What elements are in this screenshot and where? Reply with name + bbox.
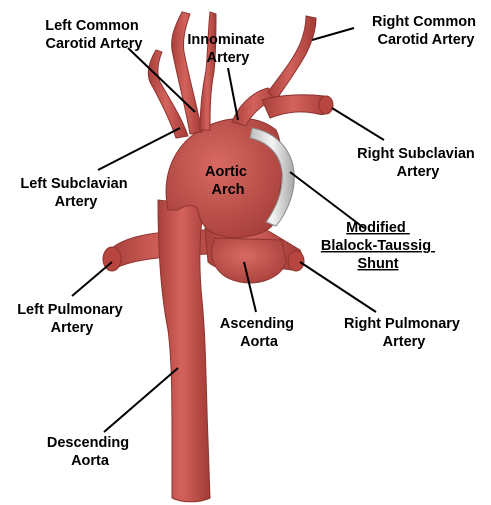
label-right-pulmonary-line2: Artery xyxy=(383,334,426,350)
label-right-common-carotid-line1: Right Common xyxy=(372,14,476,30)
label-ascending-aorta-line1: Ascending xyxy=(220,316,294,332)
label-descending-aorta: Descending Aorta xyxy=(47,435,133,469)
leader-right-common-carotid xyxy=(312,28,354,40)
vessel-model xyxy=(103,12,333,502)
leader-left-subclavian xyxy=(98,128,180,170)
label-descending-aorta-line2: Aorta xyxy=(71,453,110,469)
label-right-common-carotid: Right Common Carotid Artery xyxy=(372,14,480,48)
right-pulmonary-artery-end xyxy=(288,251,304,271)
ascending-aorta-shape xyxy=(212,238,286,283)
right-subclavian-artery-end xyxy=(319,96,333,114)
label-right-common-carotid-line2: Carotid Artery xyxy=(378,32,475,48)
label-right-pulmonary: Right Pulmonary Artery xyxy=(344,316,464,350)
label-right-subclavian-line1: Right Subclavian xyxy=(357,146,475,162)
label-left-common-carotid: Left Common Carotid Artery xyxy=(45,18,142,52)
label-right-subclavian-line2: Artery xyxy=(397,164,440,180)
label-right-pulmonary-line1: Right Pulmonary xyxy=(344,316,460,332)
label-left-pulmonary: Left Pulmonary Artery xyxy=(17,302,127,336)
label-mbt-shunt-line2: Blalock-Taussig xyxy=(321,238,431,254)
label-innominate-line2: Artery xyxy=(207,50,250,66)
leader-right-subclavian xyxy=(332,108,384,140)
label-left-common-carotid-line2: Carotid Artery xyxy=(46,36,143,52)
leader-left-pulmonary xyxy=(72,262,112,296)
label-mbt-shunt-line3: Shunt xyxy=(357,256,398,272)
label-innominate-line1: Innominate xyxy=(187,32,264,48)
label-mbt-shunt: Modified Blalock-Taussig Shunt xyxy=(321,220,435,272)
label-innominate: Innominate Artery xyxy=(187,32,268,66)
label-left-subclavian: Left Subclavian Artery xyxy=(20,176,131,210)
label-aortic-arch-line2: Arch xyxy=(211,182,244,198)
label-right-subclavian: Right Subclavian Artery xyxy=(357,146,479,180)
leader-innominate xyxy=(228,68,238,120)
left-carotid-branch-shape xyxy=(200,12,216,130)
label-left-common-carotid-line1: Left Common xyxy=(45,18,138,34)
label-descending-aorta-line1: Descending xyxy=(47,435,129,451)
label-left-pulmonary-line2: Artery xyxy=(51,320,94,336)
right-common-carotid-artery-shape xyxy=(268,16,316,100)
label-left-subclavian-line1: Left Subclavian xyxy=(20,176,127,192)
label-ascending-aorta: Ascending Aorta xyxy=(220,316,298,350)
label-left-pulmonary-line1: Left Pulmonary xyxy=(17,302,123,318)
label-mbt-shunt-line1: Modified xyxy=(346,220,406,236)
label-left-subclavian-line2: Artery xyxy=(55,194,98,210)
leader-descending-aorta xyxy=(104,368,178,432)
label-aortic-arch-line1: Aortic xyxy=(205,164,247,180)
label-ascending-aorta-line2: Aorta xyxy=(240,334,279,350)
